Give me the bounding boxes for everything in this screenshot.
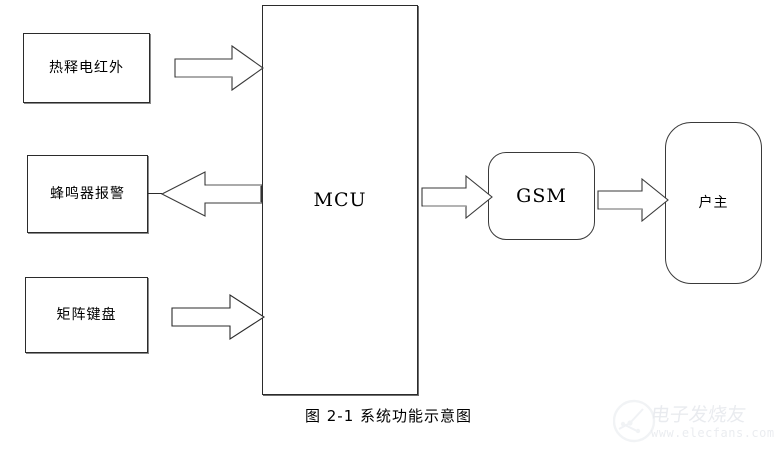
node-pir-sensor: 热释电红外 bbox=[23, 33, 150, 103]
node-homeowner: 户主 bbox=[665, 122, 762, 284]
watermark-url: www.elecfans.com bbox=[651, 426, 775, 440]
arrow-gsm-to-homeowner bbox=[597, 177, 670, 223]
node-mcu-label: MCU bbox=[313, 188, 367, 211]
node-buzzer-alarm-label: 蜂鸣器报警 bbox=[50, 186, 125, 202]
node-pir-sensor-label: 热释电红外 bbox=[49, 60, 124, 76]
arrow-mcu-to-buzzer bbox=[160, 169, 264, 219]
arrow-mcu-to-gsm bbox=[421, 174, 494, 220]
node-matrix-keypad: 矩阵键盘 bbox=[25, 277, 148, 353]
arrow-pir-to-mcu bbox=[174, 44, 265, 92]
node-buzzer-alarm: 蜂鸣器报警 bbox=[27, 155, 148, 233]
node-mcu: MCU bbox=[262, 5, 418, 395]
arrow-keypad-to-mcu bbox=[171, 292, 267, 342]
node-gsm: GSM bbox=[488, 152, 595, 240]
node-matrix-keypad-label: 矩阵键盘 bbox=[56, 307, 117, 323]
figure-caption: 图 2-1 系统功能示意图 bbox=[304, 407, 473, 425]
node-gsm-label: GSM bbox=[516, 184, 567, 207]
connector-buzzer-stub bbox=[148, 193, 162, 194]
node-homeowner-label: 户主 bbox=[698, 195, 729, 211]
